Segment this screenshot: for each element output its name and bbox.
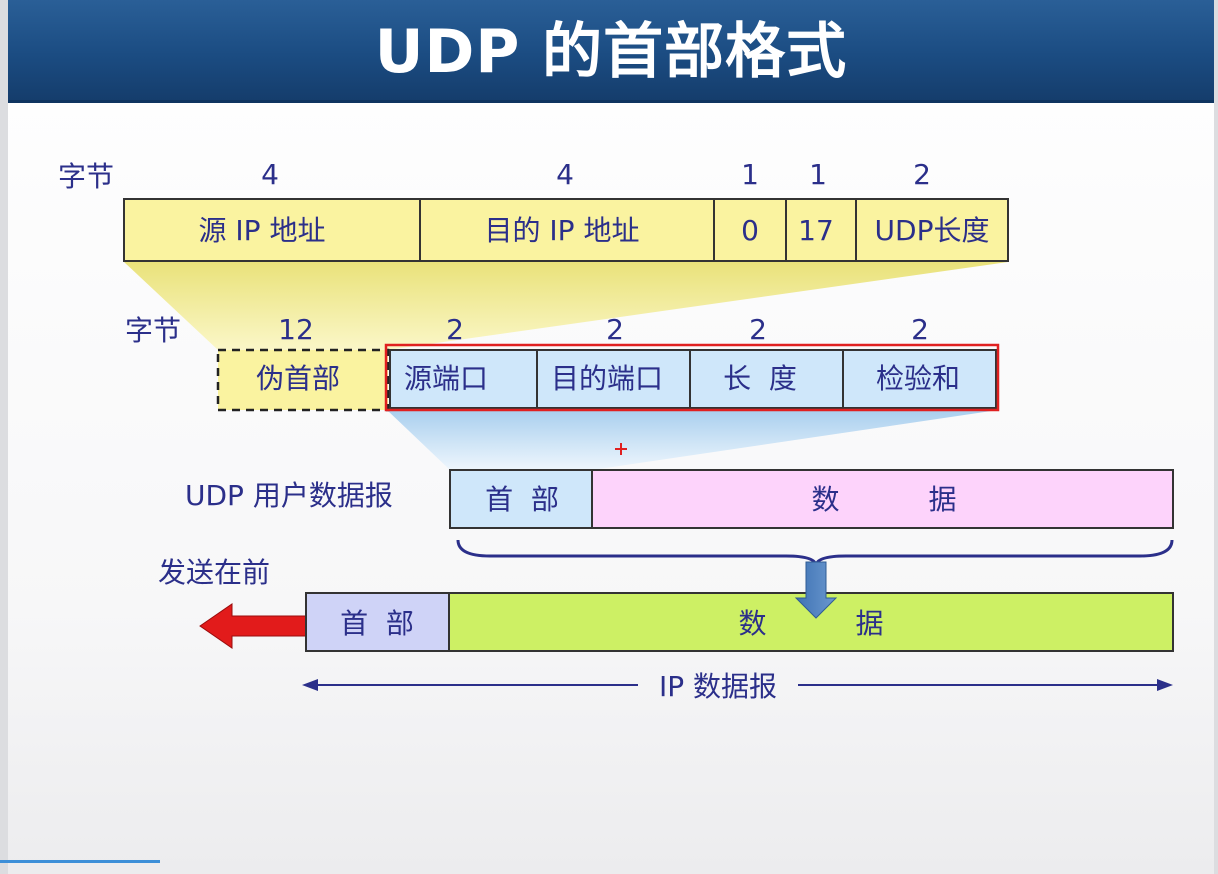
ip-datagram-header-label: 首 部: [340, 607, 414, 640]
byte-size-protocol: 1: [809, 158, 827, 191]
ip-datagram-span: [302, 679, 1173, 691]
udp-datagram-label: UDP 用户数据报: [185, 479, 393, 512]
byte-size-checksum: 2: [911, 313, 929, 346]
field-src-port-label: 源端口: [404, 362, 488, 395]
ip-datagram-label: IP 数据报: [659, 670, 777, 703]
cursor-marker: [615, 443, 627, 455]
byte-size-pseudo: 12: [278, 313, 314, 346]
frame-right: [1214, 0, 1218, 874]
title-bar: UDP 的首部格式: [8, 0, 1214, 103]
field-protocol-label: 17: [798, 214, 834, 247]
field-udp-length: [855, 198, 1009, 262]
field-zero: [713, 198, 787, 262]
frame-left: [0, 0, 8, 874]
progress-line: [0, 860, 160, 863]
field-dst-ip: [419, 198, 715, 262]
byte-size-src-ip: 4: [261, 158, 279, 191]
udp-datagram-data: [591, 469, 1174, 529]
byte-size-dst-port: 2: [606, 313, 624, 346]
udp-datagram-data-label: 数 据: [811, 483, 956, 516]
byte-size-length: 2: [749, 313, 767, 346]
udp-header-row: 源端口 目的端口 长 度 检验和: [389, 349, 997, 409]
byte-size-zero: 1: [741, 158, 759, 191]
field-dst-port: [536, 349, 691, 409]
ip-datagram-header: [305, 592, 450, 652]
byte-size-src-port: 2: [446, 313, 464, 346]
pseudo-header-row: 源 IP 地址 目的 IP 地址 0 17 UDP长度: [123, 198, 1009, 262]
byte-size-udp-length: 2: [913, 158, 931, 191]
field-checksum-label: 检验和: [876, 362, 960, 395]
field-checksum: [842, 349, 997, 409]
field-dst-ip-label: 目的 IP 地址: [485, 214, 640, 247]
field-src-ip-label: 源 IP 地址: [199, 214, 326, 247]
bytes-label-middle: 字节: [125, 314, 181, 347]
field-udp-length-label: UDP长度: [875, 214, 990, 247]
encapsulation-arrow: [794, 561, 838, 619]
field-dst-port-label: 目的端口: [551, 362, 663, 395]
send-first-label: 发送在前: [158, 556, 270, 589]
udp-datagram-header: [449, 469, 593, 529]
udp-datagram-header-label: 首 部: [485, 483, 559, 516]
field-zero-label: 0: [741, 214, 759, 247]
pseudo-header-box: [216, 348, 390, 412]
bytes-label-top: 字节: [58, 160, 114, 193]
pseudo-header-funnel: [124, 262, 1008, 350]
field-src-ip: [123, 198, 421, 262]
field-protocol: [785, 198, 857, 262]
field-src-port: [389, 349, 538, 409]
udp-header-highlight: [384, 343, 1000, 412]
pseudo-header-label: 伪首部: [256, 362, 340, 395]
udp-header-funnel: [387, 410, 998, 470]
page-title: UDP 的首部格式: [374, 17, 848, 87]
byte-size-dst-ip: 4: [556, 158, 574, 191]
field-length-label: 长 度: [723, 362, 797, 395]
send-direction-arrow: [199, 603, 307, 649]
